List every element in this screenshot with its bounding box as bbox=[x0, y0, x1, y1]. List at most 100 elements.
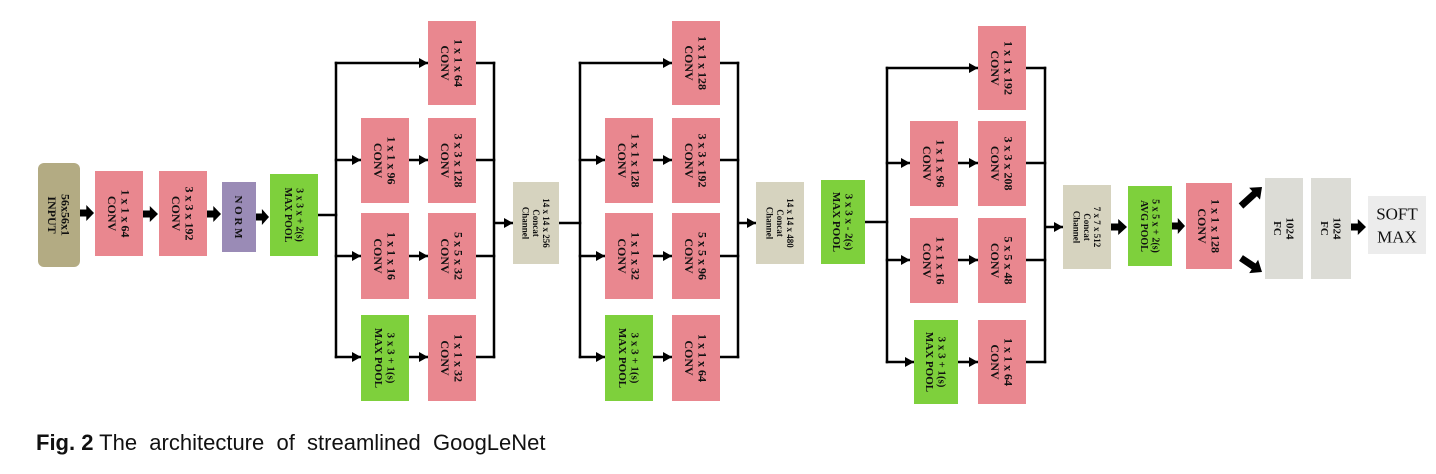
block-label: 7 x 7 x 512 bbox=[1092, 207, 1102, 248]
block-shape bbox=[978, 121, 1026, 206]
block-shape bbox=[159, 171, 207, 256]
flow-arrow bbox=[1239, 255, 1262, 274]
block-label: Channel bbox=[521, 207, 531, 240]
block-label: CONV bbox=[988, 50, 1002, 86]
block-label: MAX POOL bbox=[923, 332, 935, 392]
block-shape bbox=[428, 21, 476, 105]
block-label: 3 x 3 x 128 bbox=[452, 134, 466, 188]
arrowhead bbox=[905, 357, 914, 367]
block-shape bbox=[605, 315, 653, 401]
arrowhead bbox=[901, 158, 910, 168]
block-shape bbox=[605, 213, 653, 299]
block-label: 3 x 3 + 1(s) bbox=[628, 333, 640, 384]
block-label: 3 x 3 + 1(s) bbox=[935, 337, 947, 388]
arrowhead bbox=[901, 255, 910, 265]
block-label: SOFT bbox=[1376, 204, 1418, 223]
block-shape bbox=[1265, 178, 1303, 279]
flow-arrow bbox=[143, 206, 158, 222]
block-label: Concat bbox=[775, 209, 785, 237]
block-shape bbox=[605, 118, 653, 203]
block-shape bbox=[978, 218, 1026, 303]
block-label: 1024 bbox=[1283, 218, 1295, 241]
block-label: N O R M bbox=[232, 195, 244, 239]
block-label: Concat bbox=[531, 209, 541, 237]
block-label: 3 x 3 x + 2(s) bbox=[293, 188, 304, 242]
block-label: 56x56x1 bbox=[59, 194, 73, 236]
arrowhead bbox=[419, 155, 428, 165]
arrowhead bbox=[504, 218, 513, 228]
block-label: 1 x 1 x 64 bbox=[119, 190, 133, 238]
block-label: Concat bbox=[1082, 213, 1092, 241]
figure-caption: Fig. 2 The architecture of streamlined G… bbox=[36, 430, 546, 456]
arrowhead bbox=[596, 251, 605, 261]
block-label: CONV bbox=[682, 143, 696, 179]
block-label: 5 x 5 x 96 bbox=[696, 232, 710, 280]
block-label: 1 x 1 x 64 bbox=[452, 39, 466, 87]
arrowhead bbox=[1054, 222, 1063, 232]
block-label: 1 x 1 x 64 bbox=[696, 334, 710, 382]
block-label: 1 x 1 x 128 bbox=[629, 134, 643, 188]
block-label: CONV bbox=[920, 146, 934, 182]
block-label: CONV bbox=[682, 238, 696, 274]
block-shape bbox=[756, 182, 804, 264]
block-shape bbox=[978, 320, 1026, 404]
block-shape bbox=[513, 182, 559, 264]
flow-arrow bbox=[207, 206, 221, 222]
flow-arrow bbox=[1172, 218, 1185, 234]
arrowhead bbox=[419, 251, 428, 261]
block-label: 14 x 14 x 256 bbox=[541, 198, 551, 248]
block-label: 1 x 1 x 192 bbox=[1002, 41, 1016, 95]
block-label: CONV bbox=[615, 143, 629, 179]
block-shape bbox=[270, 174, 318, 256]
block-label: 1 x 1 x 96 bbox=[934, 140, 948, 188]
block-label: 1 x 1 x 32 bbox=[452, 334, 466, 382]
block-label: Channel bbox=[1072, 211, 1082, 244]
block-norm: N O R M bbox=[222, 182, 256, 252]
block-shape bbox=[910, 218, 958, 303]
arrowhead bbox=[663, 251, 672, 261]
block-shape bbox=[672, 315, 720, 401]
block-shape bbox=[672, 118, 720, 203]
block-label: CONV bbox=[169, 196, 183, 232]
arrowhead bbox=[663, 58, 672, 68]
block-shape bbox=[428, 118, 476, 203]
block-shape bbox=[428, 213, 476, 299]
block-label: CONV bbox=[988, 146, 1002, 182]
block-label: 5 x 5 x + 2(s) bbox=[1149, 199, 1160, 253]
block-label: CONV bbox=[920, 243, 934, 279]
block-shape bbox=[672, 213, 720, 299]
connector-arrows bbox=[80, 58, 1366, 367]
arrowhead bbox=[352, 155, 361, 165]
arrowhead bbox=[596, 155, 605, 165]
block-label: CONV bbox=[105, 196, 119, 232]
block-label: INPUT bbox=[45, 196, 59, 233]
figure-label: Fig. 2 bbox=[36, 430, 94, 455]
arrowhead bbox=[663, 352, 672, 362]
